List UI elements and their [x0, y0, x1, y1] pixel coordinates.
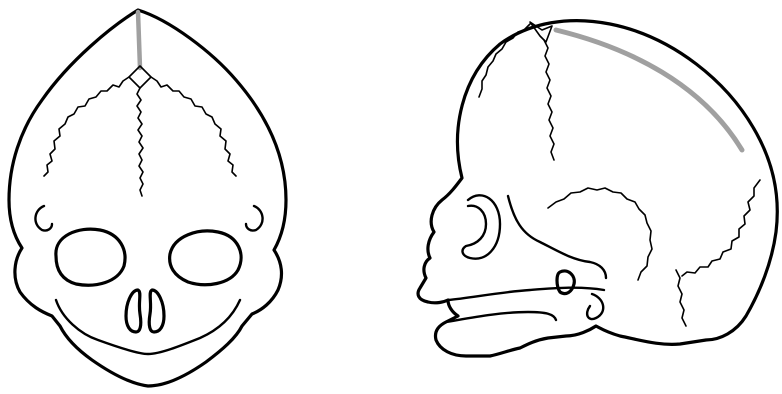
- front-eye-socket-right: [170, 231, 241, 285]
- side-upper-jaw: [448, 288, 604, 300]
- side-coronal-suture: [544, 40, 554, 160]
- front-eye-socket-left: [56, 229, 125, 285]
- side-eye-socket: [463, 195, 500, 258]
- side-view-skull: [418, 21, 777, 356]
- side-lambdoid-suture: [682, 180, 760, 276]
- front-jaw-line: [56, 300, 240, 354]
- side-jaw-hook: [587, 294, 603, 319]
- front-metopic-suture: [137, 88, 143, 196]
- front-view-skull: [9, 10, 286, 386]
- front-coronal-suture-right: [151, 77, 236, 176]
- front-sagittal-suture: [138, 12, 140, 68]
- front-coronal-suture-left: [44, 77, 129, 176]
- front-nasal-opening-left: [126, 290, 141, 332]
- side-skull-outline: [418, 21, 777, 356]
- side-frontal-suture: [479, 24, 530, 97]
- side-cheekbone: [508, 196, 606, 278]
- side-posterior-suture: [676, 270, 686, 326]
- side-ear-opening: [557, 271, 574, 294]
- front-cheek-right: [246, 206, 263, 231]
- front-cheek-left: [35, 206, 52, 231]
- side-sagittal-suture: [556, 30, 742, 150]
- side-mandible: [446, 312, 556, 322]
- front-skull-outline: [9, 10, 286, 386]
- front-nasal-opening-right: [149, 290, 164, 332]
